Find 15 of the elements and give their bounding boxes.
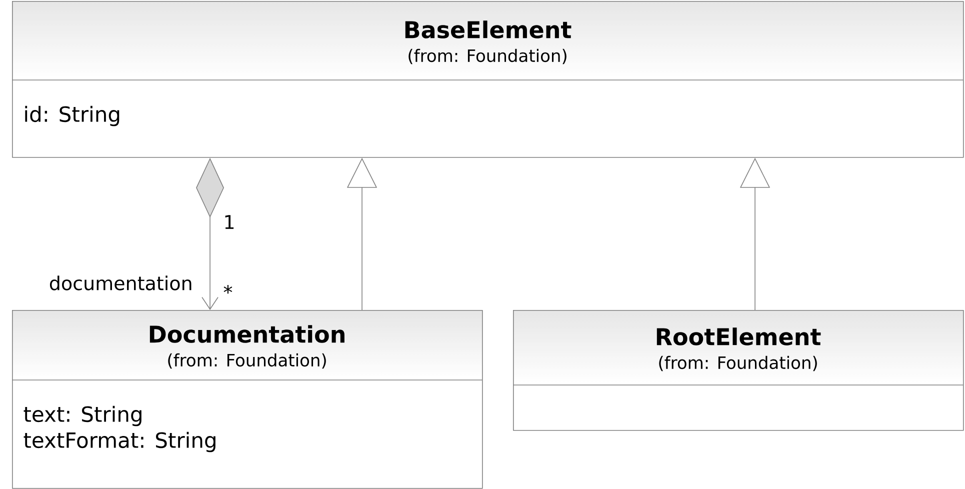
class-box — [512, 310, 964, 431]
class-name: BaseElement — [405, 20, 572, 38]
attribute: id: String — [25, 106, 120, 126]
role-name: documentation — [50, 276, 192, 290]
multiplicity: * — [224, 284, 232, 294]
package-note: (from: Foundation) — [408, 48, 566, 64]
multiplicity: 1 — [225, 215, 234, 229]
class-name: Documentation — [150, 325, 344, 343]
package-note: (from: Foundation) — [659, 356, 817, 372]
class-name: RootElement — [656, 328, 821, 346]
class-box — [12, 1, 964, 158]
class-box — [12, 310, 483, 489]
attribute: text: String — [24, 406, 142, 426]
attribute: textFormat: String — [24, 432, 216, 452]
package-note: (from: Foundation) — [168, 353, 326, 369]
